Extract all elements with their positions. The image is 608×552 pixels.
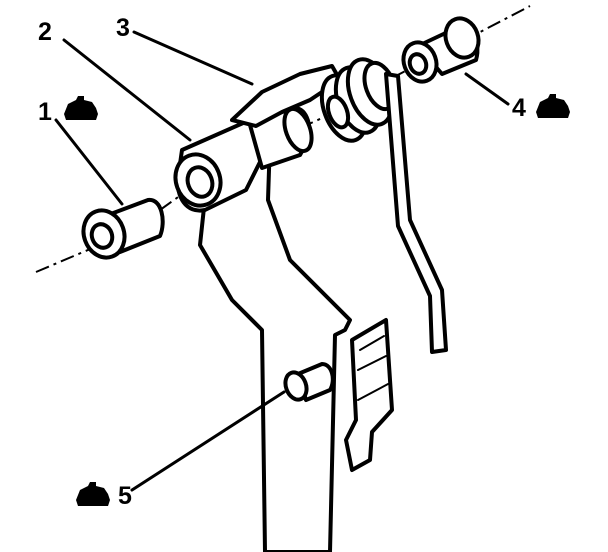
callout-4: 4: [512, 94, 526, 122]
callout-1: 1: [38, 98, 52, 126]
leader-5: [130, 390, 286, 492]
callout-5: 5: [118, 482, 132, 510]
grease-can-icon: [536, 94, 570, 118]
grease-can-icon: [64, 96, 98, 120]
bushing-right: [401, 16, 481, 84]
leader-lines: [54, 30, 510, 492]
switch-clip: [344, 318, 394, 472]
leader-3: [132, 30, 254, 86]
grease-can-icon: [76, 482, 110, 506]
callout-3: 3: [116, 14, 130, 42]
bushing-left: [81, 198, 165, 260]
leader-1: [54, 118, 124, 206]
callout-labels: 2 3 1 4 5: [38, 14, 526, 510]
callout-2: 2: [38, 18, 52, 46]
pivot-hub: [173, 117, 269, 213]
leader-4: [464, 72, 510, 106]
leader-2: [62, 38, 192, 142]
pedal-pin: [283, 362, 335, 402]
return-spring: [319, 57, 448, 354]
